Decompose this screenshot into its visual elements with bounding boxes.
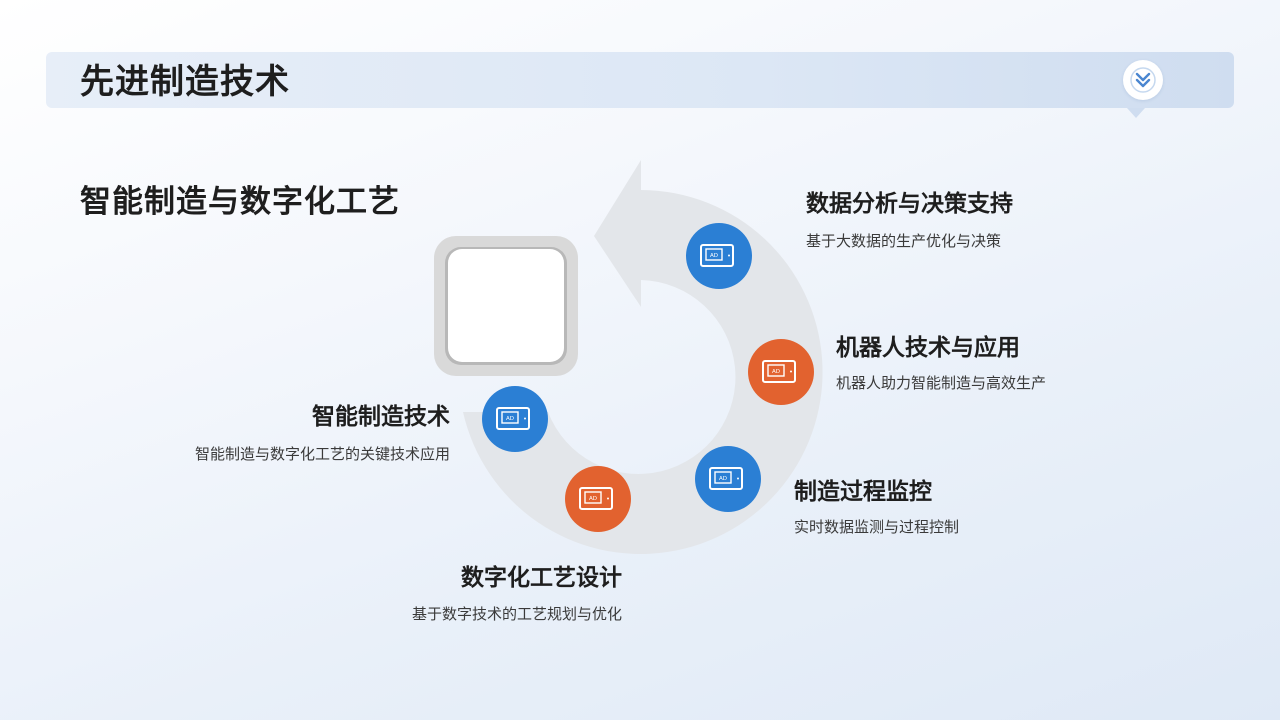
- step-title-smart-manufacturing: 智能制造技术: [312, 404, 450, 430]
- step-node-smart-manufacturing: AD: [482, 386, 548, 452]
- tablet-ad-icon: AD: [700, 244, 734, 267]
- svg-text:AD: AD: [772, 369, 780, 375]
- step-title-data-analysis: 数据分析与决策支持: [806, 191, 1013, 217]
- step-node-data-analysis: AD: [686, 223, 752, 289]
- center-image-placeholder: [448, 249, 564, 362]
- step-desc-smart-manufacturing: 智能制造与数字化工艺的关键技术应用: [194, 445, 450, 463]
- svg-text:AD: AD: [506, 416, 514, 422]
- step-desc-process-monitoring: 实时数据监测与过程控制: [794, 518, 960, 536]
- step-title-robotics: 机器人技术与应用: [836, 335, 1020, 361]
- step-desc-digital-design: 基于数字技术的工艺规划与优化: [411, 605, 622, 623]
- step-desc-data-analysis: 基于大数据的生产优化与决策: [806, 232, 1002, 250]
- svg-text:AD: AD: [710, 253, 718, 259]
- section-title: 智能制造与数字化工艺: [80, 184, 400, 220]
- step-node-robotics: AD: [748, 339, 814, 405]
- step-node-process-monitoring: AD: [695, 446, 761, 512]
- header-bar: [46, 52, 1234, 108]
- svg-text:AD: AD: [719, 476, 727, 482]
- step-node-digital-design: AD: [565, 466, 631, 532]
- header-notch: [1127, 108, 1145, 118]
- tablet-ad-icon: AD: [496, 407, 530, 430]
- double-chevron-down-icon: [1130, 67, 1156, 93]
- step-title-process-monitoring: 制造过程监控: [794, 479, 932, 505]
- tablet-ad-icon: AD: [709, 467, 743, 490]
- tablet-ad-icon: AD: [762, 360, 796, 383]
- step-desc-robotics: 机器人助力智能制造与高效生产: [836, 374, 1047, 392]
- step-title-digital-design: 数字化工艺设计: [461, 565, 622, 591]
- expand-button[interactable]: [1123, 60, 1163, 100]
- page-title: 先进制造技术: [80, 62, 290, 102]
- svg-text:AD: AD: [589, 496, 597, 502]
- tablet-ad-icon: AD: [579, 487, 613, 510]
